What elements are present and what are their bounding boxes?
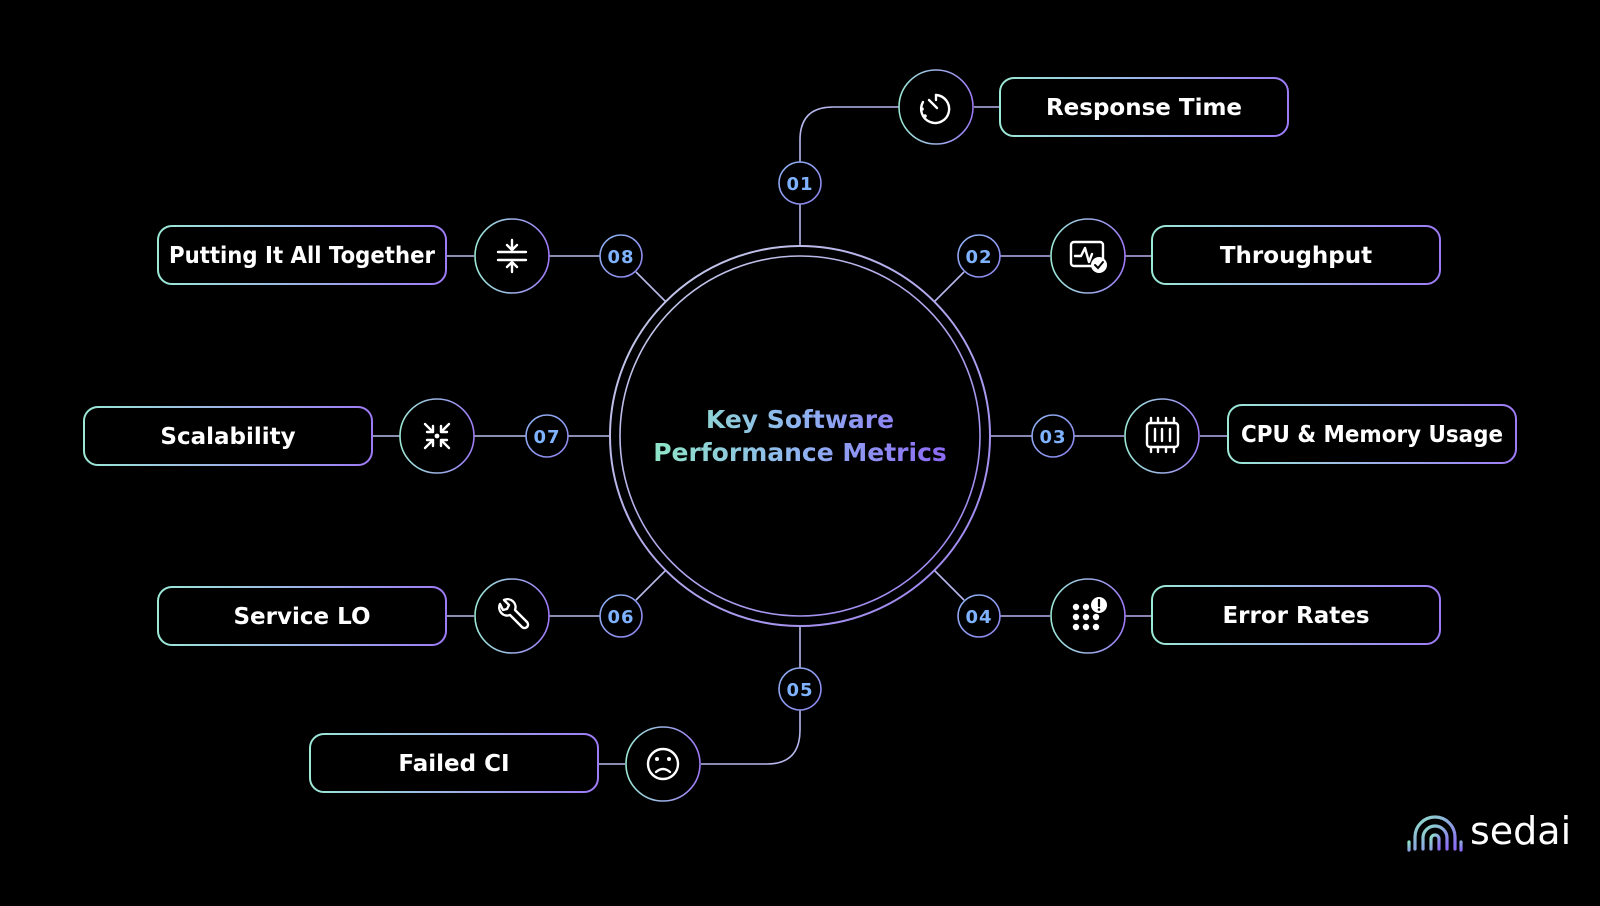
label-box-response-time: Response Time (999, 77, 1289, 137)
svg-text:02: 02 (965, 247, 992, 268)
svg-text:07: 07 (533, 427, 560, 448)
label-box-scalability: Scalability (83, 406, 373, 466)
label-service-lo: Service LO (233, 604, 370, 630)
svg-text:04: 04 (965, 607, 992, 628)
sedai-logo-icon (1407, 815, 1463, 852)
connector-04 (933, 569, 1152, 617)
label-box-cpu-memory: CPU & Memory Usage (1227, 404, 1517, 464)
brand-logo: sedai (1407, 809, 1571, 853)
number-marker-01: 01 (778, 161, 822, 205)
number-marker-04: 04 (957, 594, 1001, 638)
svg-text:03: 03 (1039, 427, 1066, 448)
svg-text:05: 05 (786, 680, 813, 701)
compress-arrows-icon (399, 398, 475, 474)
number-markers: 01 02 03 04 05 06 07 08 (525, 161, 1075, 711)
label-error-rates: Error Rates (1222, 603, 1369, 629)
monitor-check-icon (1050, 218, 1126, 294)
label-response-time: Response Time (1046, 95, 1242, 121)
number-marker-03: 03 (1031, 414, 1075, 458)
connector-01 (799, 106, 900, 246)
number-marker-08: 08 (599, 234, 643, 278)
timer-icon (898, 69, 974, 145)
label-boxes: Response Time Throughput CPU & Memory Us… (83, 77, 1517, 793)
number-marker-07: 07 (525, 414, 569, 458)
connector-08 (446, 255, 667, 303)
svg-text:06: 06 (607, 607, 634, 628)
label-box-throughput: Throughput (1151, 225, 1441, 285)
dots-alert-icon (1050, 578, 1126, 654)
label-box-service-lo: Service LO (157, 586, 447, 646)
memory-chip-icon (1124, 398, 1200, 474)
number-marker-02: 02 (957, 234, 1001, 278)
label-failed-ci: Failed CI (398, 751, 509, 777)
label-box-putting-it-all-together: Putting It All Together (157, 225, 447, 285)
svg-text:01: 01 (786, 174, 813, 195)
label-cpu-memory: CPU & Memory Usage (1241, 422, 1503, 448)
label-box-failed-ci: Failed CI (309, 733, 599, 793)
connectors (372, 106, 1228, 765)
sad-face-icon (625, 726, 701, 802)
icon-nodes (399, 69, 1200, 802)
number-marker-06: 06 (599, 594, 643, 638)
label-box-error-rates: Error Rates (1151, 585, 1441, 645)
wrench-icon (474, 578, 550, 654)
number-marker-05: 05 (778, 667, 822, 711)
connector-06 (446, 569, 667, 617)
connector-02 (933, 255, 1152, 303)
label-putting-it-all-together: Putting It All Together (169, 243, 436, 269)
center-title-line1: Key Software (706, 405, 894, 434)
brand-name: sedai (1470, 809, 1571, 853)
connector-05 (598, 626, 801, 765)
merge-arrows-icon (474, 218, 550, 294)
center-title-line2: Performance Metrics (653, 438, 947, 467)
center-hub: Key Software Performance Metrics (609, 245, 991, 627)
svg-text:08: 08 (607, 247, 634, 268)
label-scalability: Scalability (160, 424, 295, 450)
label-throughput: Throughput (1220, 243, 1372, 269)
